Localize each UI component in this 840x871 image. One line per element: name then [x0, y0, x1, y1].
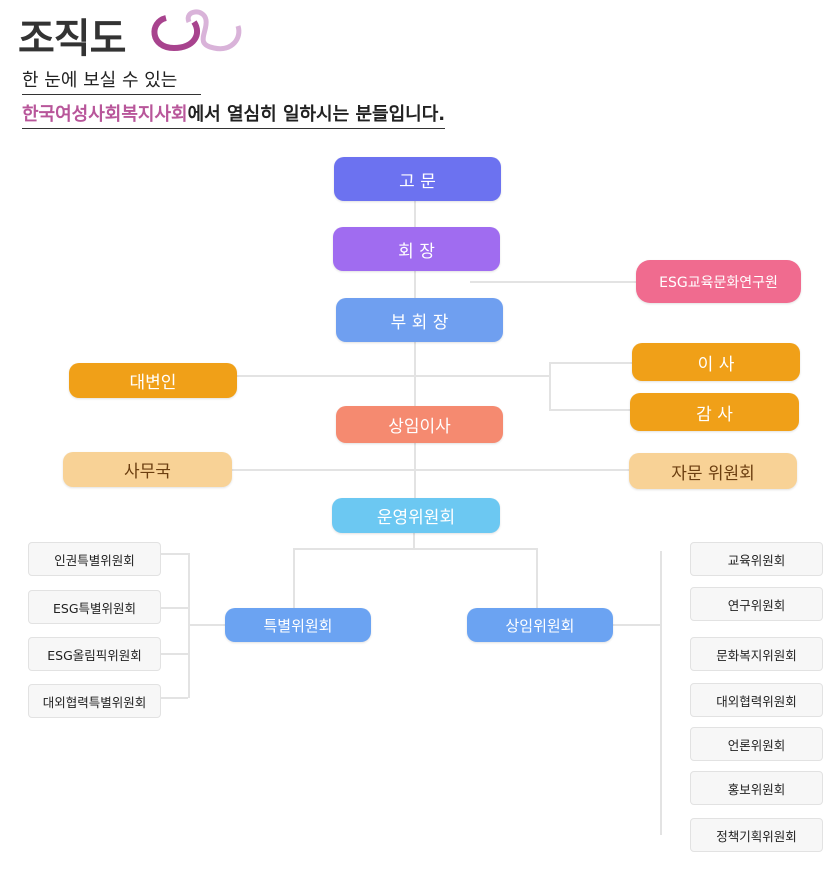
- connector: [413, 532, 415, 548]
- node-auditor: 감 사: [630, 393, 799, 431]
- connector: [160, 697, 188, 699]
- connector: [293, 548, 295, 608]
- connector: [470, 281, 636, 283]
- node-vice-chairman: 부 회 장: [336, 298, 503, 342]
- node-special-committee: 특별위원회: [225, 608, 371, 642]
- standing-committee-item: 문화복지위원회: [690, 637, 823, 671]
- node-steering-committee: 운영위원회: [332, 498, 500, 533]
- standing-committee-item: 홍보위원회: [690, 771, 823, 805]
- node-director: 이 사: [632, 343, 800, 381]
- standing-committee-item: 정책기획위원회: [690, 818, 823, 852]
- standing-committee-item: 대외협력위원회: [690, 683, 823, 717]
- connector: [293, 548, 538, 550]
- connector: [660, 551, 662, 835]
- subtitle-line1: 한 눈에 보실 수 있는: [22, 66, 202, 95]
- special-committee-item: 인권특별위원회: [28, 542, 161, 576]
- connector: [613, 624, 660, 626]
- connector: [160, 607, 188, 609]
- standing-committee-item: 언론위원회: [690, 727, 823, 761]
- connector: [160, 553, 188, 555]
- node-standing-committee: 상임위원회: [467, 608, 613, 642]
- special-committee-item: ESG특별위원회: [28, 590, 161, 624]
- subtitle-rest: 에서 열심히 일하시는 분들입니다.: [187, 104, 446, 125]
- connector: [536, 548, 538, 608]
- connector: [232, 469, 629, 471]
- connector: [414, 200, 416, 500]
- heart-ribbon-logo: [151, 9, 242, 52]
- connector: [237, 375, 550, 377]
- connector: [549, 362, 551, 410]
- node-advisor: 고 문: [334, 157, 501, 201]
- node-spokesperson: 대변인: [69, 363, 237, 398]
- special-committee-item: 대외협력특별위원회: [28, 684, 161, 718]
- connector: [549, 362, 632, 364]
- node-chairman: 회 장: [333, 227, 500, 271]
- organization-name: 한국여성사회복지사회: [22, 104, 188, 125]
- node-advisory-committee: 자문 위원회: [629, 453, 797, 489]
- standing-committee-item: 교육위원회: [690, 542, 823, 576]
- standing-committee-item: 연구위원회: [690, 587, 823, 621]
- node-esg-institute: ESG교육문화연구원: [636, 260, 801, 303]
- connector: [160, 653, 188, 655]
- node-standing-director: 상임이사: [336, 406, 503, 443]
- node-secretariat: 사무국: [63, 452, 232, 487]
- connector: [188, 624, 225, 626]
- subtitle-line2: 한국여성사회복지사회에서 열심히 일하시는 분들입니다.: [22, 100, 446, 129]
- connector: [549, 409, 631, 411]
- page-title: 조직도: [18, 16, 126, 62]
- special-committee-item: ESG올림픽위원회: [28, 637, 161, 671]
